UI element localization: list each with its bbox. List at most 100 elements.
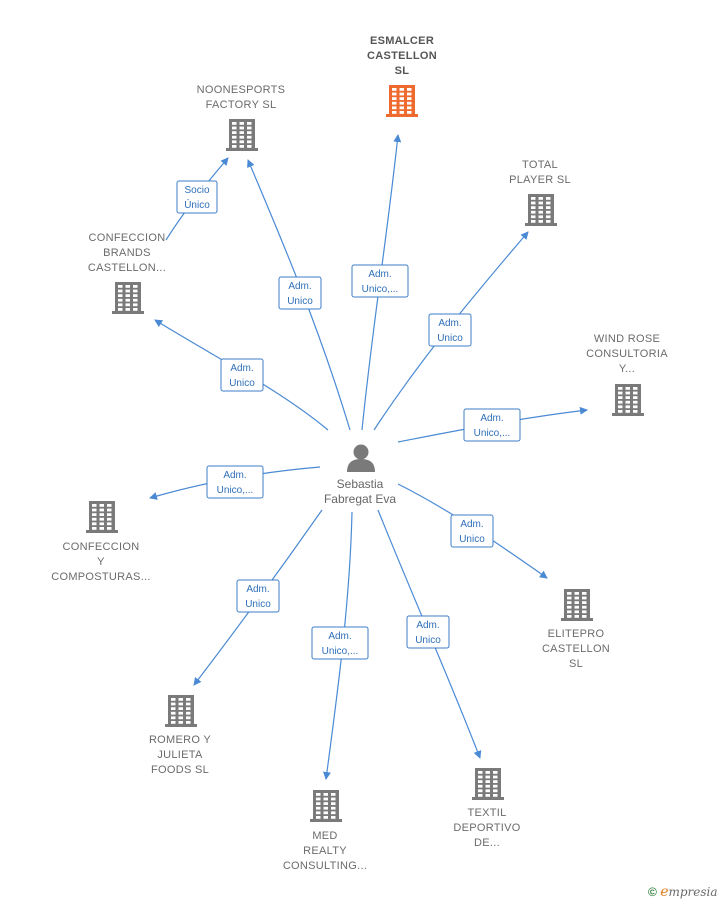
company-label: ROMERO Y <box>149 734 211 746</box>
building-window <box>618 387 623 390</box>
company-node-confeccion-composturas[interactable]: CONFECCIONYCOMPOSTURAS... <box>51 501 151 583</box>
edge-role-label: Adm. <box>368 269 391 280</box>
edge-role-box <box>220 358 264 392</box>
edge-role-badge[interactable]: Adm.Unico <box>406 615 450 649</box>
edge-role-box <box>206 465 264 499</box>
building-icon[interactable] <box>386 85 418 117</box>
building-window <box>582 592 587 595</box>
building-window <box>247 131 252 134</box>
building-window <box>407 97 412 100</box>
building-icon[interactable] <box>472 768 504 800</box>
building-window <box>478 775 483 779</box>
building-window <box>538 220 543 223</box>
building-window <box>392 92 397 96</box>
building-window <box>567 592 572 595</box>
edge-role-label: Unico,... <box>362 284 399 295</box>
edge-role-badge[interactable]: Adm.Unico <box>428 313 472 347</box>
building-window <box>582 615 587 618</box>
company-node-confeccion-brands[interactable]: CONFECCIONBRANDSCASTELLON... <box>88 232 166 314</box>
edge-role-badge[interactable]: Adm.Unico <box>450 514 494 548</box>
building-window <box>618 396 623 399</box>
building-window <box>478 794 483 797</box>
building-window <box>247 140 252 144</box>
company-node-wind-rose[interactable]: WIND ROSECONSULTORIAY... <box>586 333 668 416</box>
building-window <box>186 711 191 715</box>
building-window <box>232 131 237 134</box>
edge-esmalcer: Adm. Unico,... <box>351 134 409 431</box>
building-window <box>399 111 404 114</box>
edge-role-label: Unico <box>437 333 463 344</box>
building-icon[interactable] <box>226 119 258 151</box>
edges-layer: Adm.Unico,...Adm.UnicoAdm.UnicoAdm.Unico… <box>149 134 588 780</box>
building-window <box>633 387 638 390</box>
company-label: CONSULTING... <box>283 860 367 872</box>
building-window <box>407 101 412 105</box>
edge-role-label: Adm. <box>416 620 439 631</box>
building-window <box>118 285 123 288</box>
building-window <box>171 702 176 706</box>
building-window <box>493 771 498 774</box>
edge-role-badge[interactable]: Adm. Unico,... <box>351 264 409 298</box>
building-window <box>546 206 551 209</box>
edge-confeccion-brands: Adm.Unico <box>154 319 329 431</box>
building-window <box>582 601 587 604</box>
building-base <box>525 223 557 226</box>
building-icon[interactable] <box>561 589 593 621</box>
company-label: REALTY <box>303 845 347 857</box>
building-window <box>531 197 536 200</box>
company-label: Y... <box>619 363 635 375</box>
building-window <box>331 797 336 801</box>
building-window <box>618 410 623 413</box>
company-node-med-realty[interactable]: MED REALTY CONSULTING... <box>283 790 367 872</box>
building-window <box>574 601 579 604</box>
building-window <box>633 391 638 395</box>
edge-romero-julieta: Adm.Unico <box>193 509 323 686</box>
edge-role-badge[interactable]: Adm.Unico <box>236 579 280 613</box>
company-label: MED <box>312 830 337 842</box>
building-window <box>625 391 630 395</box>
building-window <box>99 504 104 507</box>
building-window <box>531 206 536 209</box>
edge-role-badge[interactable]: Adm.Unico,... <box>463 408 521 442</box>
building-window <box>247 126 252 130</box>
edge-role-badge[interactable]: Adm.Unico,... <box>206 465 264 499</box>
company-node-textil-deportivo[interactable]: TEXTILDEPORTIVODE... <box>453 768 520 849</box>
building-icon[interactable] <box>86 501 118 533</box>
building-window <box>407 111 412 114</box>
company-label: BRANDS <box>103 247 151 259</box>
building-window <box>538 197 543 200</box>
company-label: FACTORY SL <box>206 99 277 111</box>
building-icon[interactable] <box>310 790 342 822</box>
building-window <box>493 784 498 788</box>
edge-role-badge[interactable]: Adm.Unico <box>278 276 322 310</box>
building-window <box>107 517 112 521</box>
edge-role-box <box>311 626 369 660</box>
building-icon[interactable] <box>525 194 557 226</box>
building-icon[interactable] <box>612 384 644 416</box>
edge-role-label: Adm. <box>288 281 311 292</box>
edge-role-label: Socio <box>184 185 209 196</box>
edge-role-box <box>176 180 218 214</box>
edge-role-badge[interactable]: Adm.Unico <box>220 358 264 392</box>
building-icon[interactable] <box>112 282 144 314</box>
building-window <box>399 88 404 91</box>
building-window <box>247 145 252 148</box>
edge-role-badge[interactable]: Adm.Unico,... <box>311 626 369 660</box>
building-window <box>133 303 138 307</box>
building-base <box>612 413 644 416</box>
building-window <box>125 294 130 297</box>
building-icon[interactable] <box>165 695 197 727</box>
building-window <box>92 527 97 530</box>
building-window <box>546 210 551 214</box>
building-window <box>133 289 138 293</box>
building-window <box>574 615 579 618</box>
company-label: DEPORTIVO <box>453 822 520 834</box>
